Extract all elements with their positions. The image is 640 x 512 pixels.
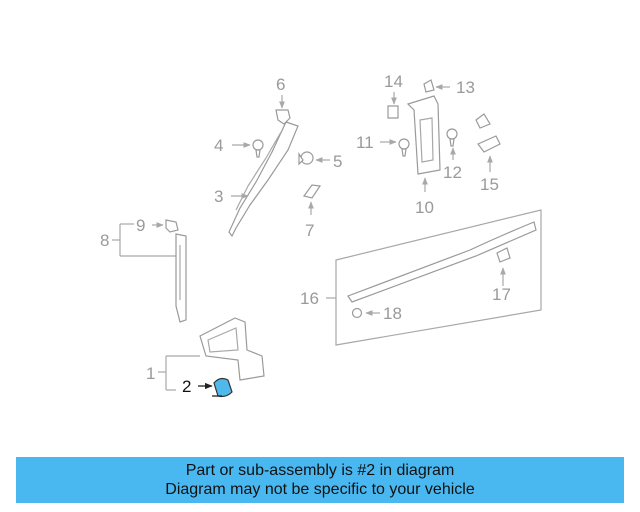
part-13-clip	[423, 79, 450, 93]
part-8-lower-trim	[112, 223, 187, 323]
part-16-sill-plate	[326, 209, 542, 346]
part-18-clip	[351, 307, 380, 319]
part-2-highlighted	[198, 377, 233, 398]
callout-17: 17	[492, 285, 511, 304]
part-17-clip	[496, 247, 511, 286]
callout-18: 18	[383, 304, 402, 323]
info-banner: Part or sub-assembly is #2 in diagram Di…	[16, 457, 624, 503]
part-14-clip	[387, 92, 399, 119]
part-5-clip	[298, 151, 330, 166]
part-15-handle	[475, 113, 501, 172]
banner-line-part-number: Part or sub-assembly is #2 in diagram	[185, 462, 455, 479]
part-1-kick-panel	[158, 317, 265, 391]
part-11-screw	[380, 138, 410, 157]
callout-12: 12	[443, 163, 462, 182]
callout-8: 8	[100, 231, 109, 250]
callout-7: 7	[305, 221, 314, 240]
part-3-a-pillar-trim	[228, 121, 299, 238]
callout-6: 6	[276, 75, 285, 94]
callout-13: 13	[456, 78, 475, 97]
part-4-screw	[232, 139, 264, 158]
callout-15: 15	[480, 175, 499, 194]
part-10-upper-trim	[406, 95, 441, 192]
callout-5: 5	[333, 152, 342, 171]
callout-1: 1	[146, 364, 155, 383]
part-6-clip	[275, 95, 291, 125]
banner-line-disclaimer: Diagram may not be specific to your vehi…	[165, 481, 475, 498]
callout-14: 14	[384, 72, 403, 91]
callout-16: 16	[300, 289, 319, 308]
part-12-screw	[446, 128, 458, 160]
callout-10: 10	[415, 198, 434, 217]
callout-11: 11	[356, 133, 374, 152]
callout-4: 4	[214, 136, 223, 155]
callout-9: 9	[136, 216, 145, 235]
part-7-plug	[302, 184, 322, 215]
part-9-clip	[152, 219, 179, 233]
callout-3: 3	[214, 187, 223, 206]
callout-2: 2	[182, 377, 191, 396]
